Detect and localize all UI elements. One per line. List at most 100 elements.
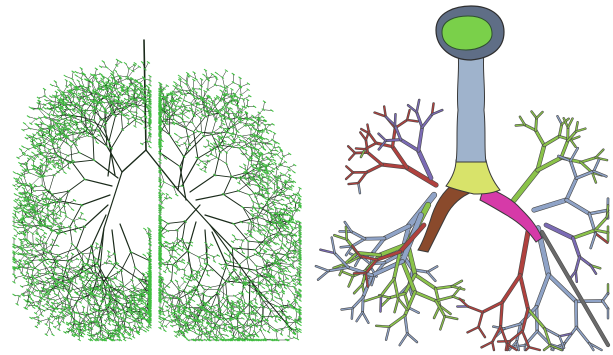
skeleton-edge xyxy=(44,89,45,96)
skeleton-edge xyxy=(269,327,270,332)
skeleton-edge xyxy=(179,282,185,288)
skeleton-edge xyxy=(121,270,123,286)
skeleton-node xyxy=(109,260,112,262)
skeleton-edge xyxy=(172,296,173,305)
skeleton-node xyxy=(17,186,20,188)
skeleton-node xyxy=(78,217,81,219)
skeleton-node xyxy=(79,301,82,303)
skeleton-node xyxy=(146,272,149,274)
panel-skeleton-tree xyxy=(0,0,306,355)
skeleton-edge xyxy=(135,121,136,126)
skeleton-edge xyxy=(51,240,53,245)
skeleton-edge xyxy=(215,79,216,85)
skeleton-edge xyxy=(16,275,24,277)
skeleton-edge xyxy=(79,104,87,105)
skeleton-edge xyxy=(66,80,67,86)
skeleton-edge xyxy=(52,318,56,323)
skeleton-edge xyxy=(281,236,283,248)
skeleton-edge xyxy=(14,183,19,186)
skeleton-edge xyxy=(232,248,234,270)
skeleton-node xyxy=(77,80,80,82)
skeleton-edge xyxy=(18,154,24,157)
skeleton-node xyxy=(86,135,89,137)
skeleton-edge xyxy=(243,294,246,303)
skeleton-edge xyxy=(132,268,135,280)
skeleton-edge xyxy=(184,136,204,156)
skeleton-edge xyxy=(131,252,135,268)
skeleton-edge xyxy=(237,95,241,105)
skeleton-node xyxy=(34,312,37,314)
skeleton-edge xyxy=(166,244,168,247)
skeleton-edge xyxy=(22,285,29,286)
skeleton-nodes xyxy=(13,59,302,341)
skeleton-tree-image xyxy=(0,0,306,355)
skeleton-edge xyxy=(40,319,49,322)
skeleton-node xyxy=(28,172,31,174)
skeleton-edge xyxy=(269,204,274,207)
skeleton-edge xyxy=(121,252,131,270)
skeleton-edge xyxy=(261,278,264,283)
skeleton-edge xyxy=(223,194,242,207)
skeleton-edge xyxy=(26,157,31,163)
skeleton-edge xyxy=(248,175,249,183)
skeleton-edge xyxy=(96,244,97,249)
skeleton-node xyxy=(51,334,54,336)
skeleton-edge xyxy=(76,305,81,317)
skeleton-edge xyxy=(207,264,225,281)
skeleton-edge xyxy=(240,122,251,124)
skeleton-edge xyxy=(289,165,295,168)
skeleton-edge xyxy=(55,324,60,327)
skeleton-edge xyxy=(24,176,27,184)
skeleton-edge xyxy=(199,269,203,272)
skeleton-node xyxy=(63,331,66,333)
skeleton-edge xyxy=(60,211,61,215)
skeleton-edge xyxy=(261,324,266,326)
skeleton-edge xyxy=(215,152,220,175)
skeleton-node xyxy=(14,200,17,202)
skeleton-edge xyxy=(163,262,168,263)
skeleton-edge xyxy=(85,179,112,186)
skeleton-edge xyxy=(182,158,198,186)
skeleton-edge xyxy=(243,207,253,215)
skeleton-edge xyxy=(182,247,184,250)
skeleton-edge xyxy=(46,328,49,334)
skeleton-edge xyxy=(190,175,215,192)
skeleton-edge xyxy=(281,330,282,335)
skeleton-node xyxy=(124,98,127,100)
skeleton-edge xyxy=(184,263,188,270)
skeleton-edge xyxy=(198,161,201,165)
skeleton-edge xyxy=(263,157,268,159)
skeleton-edge xyxy=(296,312,297,320)
skeleton-node xyxy=(23,122,26,124)
skeleton-node xyxy=(121,100,124,102)
skeleton-edge xyxy=(43,302,47,306)
skeleton-edge xyxy=(178,190,210,225)
skeleton-node xyxy=(16,220,19,222)
skeleton-edge xyxy=(193,80,194,89)
skeleton-edge xyxy=(255,294,257,299)
skeleton-edge xyxy=(199,254,207,257)
skeleton-node xyxy=(14,193,17,195)
skeleton-node xyxy=(58,165,61,167)
skeleton-edge xyxy=(42,237,44,242)
skeleton-node xyxy=(35,326,38,328)
skeleton-edge xyxy=(201,78,207,86)
skeleton-edge xyxy=(93,136,94,160)
skeleton-edge xyxy=(89,111,93,115)
skeleton-edge xyxy=(210,225,232,248)
skeleton-edge xyxy=(120,224,131,252)
skeleton-node xyxy=(88,85,91,87)
skeleton-edge xyxy=(283,154,289,156)
skeleton-node xyxy=(63,232,66,234)
skeleton-edge xyxy=(59,324,60,330)
skeleton-node xyxy=(43,222,46,224)
skeleton-edge xyxy=(84,205,108,227)
skeleton-edge xyxy=(205,215,234,224)
skeleton-edge xyxy=(122,150,146,172)
skeleton-node xyxy=(115,267,118,269)
skeleton-edge xyxy=(209,158,217,161)
skeleton-edge xyxy=(180,78,181,86)
skeleton-node xyxy=(44,194,47,196)
skeleton-edge xyxy=(181,105,192,107)
skeleton-edge xyxy=(208,85,216,90)
